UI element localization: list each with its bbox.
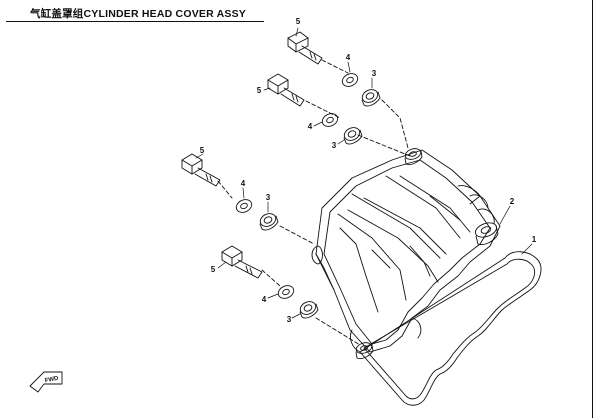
bolt-part-5-c — [181, 153, 221, 187]
callout-gasket: 1 — [532, 235, 537, 244]
grommet-bottom — [355, 342, 374, 360]
seal-washer-part-2 — [474, 222, 499, 245]
washer-part-4-a — [341, 73, 359, 87]
callout-bolt-c: 5 — [200, 146, 205, 155]
grommet-part-3-c — [259, 213, 279, 231]
cylinder-head-cover — [311, 149, 501, 353]
washer-part-4-d — [277, 285, 295, 299]
callout-grommet-b: 3 — [332, 141, 337, 150]
callout-washer-c: 4 — [241, 179, 246, 188]
bolt-part-5-b — [267, 73, 305, 107]
fwd-arrow-icon — [29, 371, 63, 393]
grommet-part-3-d — [299, 301, 319, 319]
diagram-title: 气缸盖罩组CYLINDER HEAD COVER ASSY — [30, 8, 247, 20]
callout-grommet-c: 3 — [266, 193, 271, 202]
callout-washer-b: 4 — [308, 122, 313, 131]
washer-part-4-b — [321, 113, 339, 127]
callout-bolt-d: 5 — [211, 265, 216, 274]
callout-bolt-a: 5 — [296, 17, 301, 26]
alignment-lines — [217, 59, 411, 346]
callout-bolt-b: 5 — [257, 86, 262, 95]
grommet-part-3-a — [361, 89, 381, 107]
gasket-part-1 — [359, 251, 542, 406]
callout-washer-a: 4 — [346, 53, 351, 62]
washer-part-4-c — [235, 199, 253, 213]
callout-grommet-d: 3 — [287, 315, 292, 324]
bolt-part-5-d — [221, 245, 263, 279]
fwd-label: FWD — [44, 376, 59, 385]
title-underline — [6, 21, 264, 22]
grommet-top — [404, 148, 423, 166]
leader-lines — [195, 27, 533, 319]
callout-grommet-a: 3 — [372, 69, 377, 78]
callout-washer-d: 4 — [262, 295, 267, 304]
grommet-part-3-b — [343, 127, 363, 145]
bolt-part-5-a — [287, 31, 323, 65]
page-border-line — [592, 0, 593, 418]
callout-seal-washer: 2 — [510, 197, 515, 206]
